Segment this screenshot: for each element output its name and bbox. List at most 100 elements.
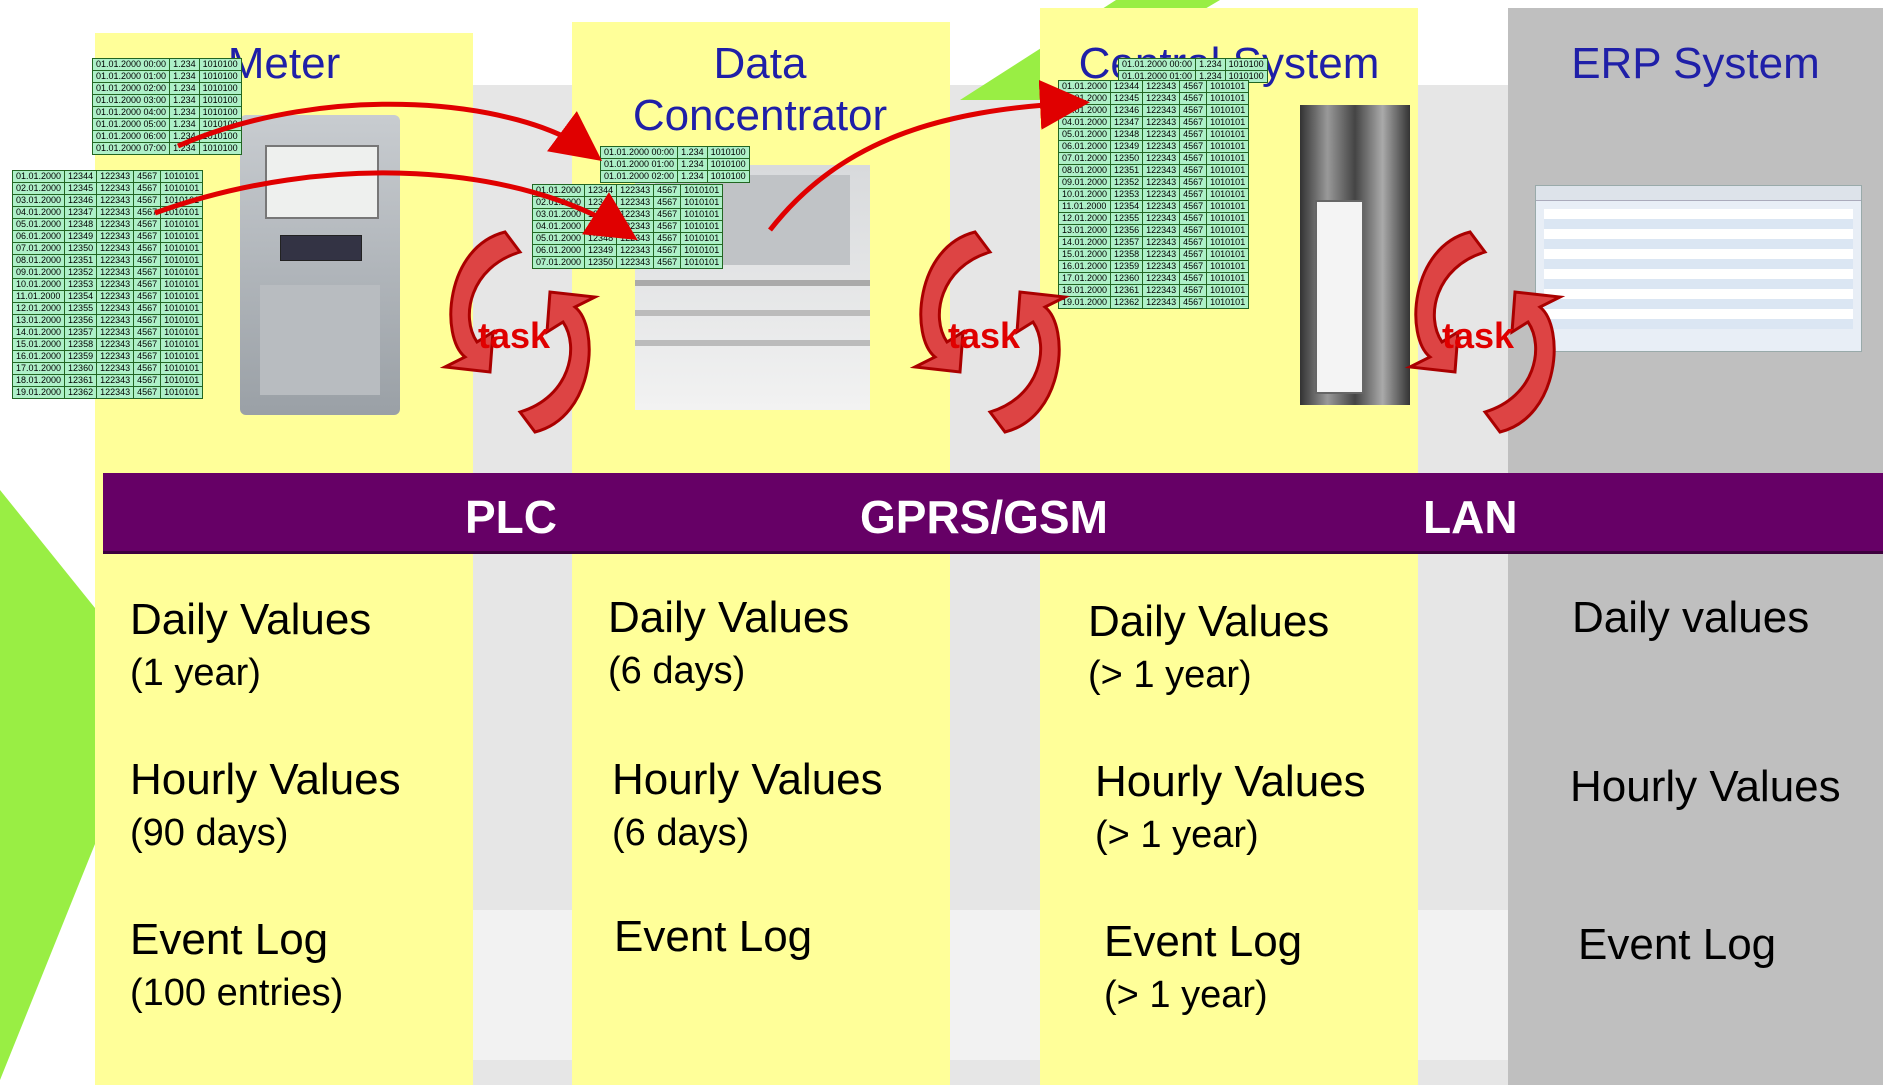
- meter-daily-values: Daily Values: [130, 595, 372, 644]
- dc-hourly-retention: (6 days): [612, 812, 750, 854]
- erp-event-log: Event Log: [1578, 920, 1777, 969]
- title-meter: Meter: [227, 39, 341, 88]
- table-cell: 12351: [1110, 164, 1144, 177]
- table-cell: 1010100: [198, 70, 242, 83]
- table-cell: 12344: [1110, 80, 1144, 93]
- table-cell: 1.234: [169, 94, 200, 107]
- table-cell: 06.01.2000: [531, 244, 586, 257]
- table-cell: 12353: [1110, 188, 1144, 201]
- table-cell: 4567: [133, 218, 162, 231]
- table-cell: 122343: [1142, 236, 1181, 249]
- table-cell: 1.234: [1195, 70, 1226, 83]
- network-plc: PLC: [465, 491, 557, 543]
- table-cell: 4567: [1179, 212, 1208, 225]
- cs-event-log: Event Log: [1104, 917, 1303, 966]
- table-cell: 1010101: [160, 242, 204, 255]
- table-cell: 1010101: [1206, 80, 1250, 93]
- table-cell: 4567: [133, 362, 162, 375]
- meter-hourly-values: Hourly Values: [130, 755, 401, 804]
- table-cell: 12350: [584, 256, 618, 269]
- cs-daily-retention: (> 1 year): [1088, 654, 1252, 696]
- table-cell: 16.01.2000: [11, 350, 66, 363]
- table-cell: 122343: [1142, 128, 1181, 141]
- table-cell: 19.01.2000: [1057, 296, 1112, 309]
- task-label-1: task: [478, 315, 551, 356]
- table-cell: 1010101: [1206, 116, 1250, 129]
- table-cell: 01.01.2000 05:00: [91, 118, 171, 131]
- network-band: [103, 473, 1883, 554]
- table-cell: 122343: [96, 182, 135, 195]
- table-cell: 1.234: [169, 142, 200, 155]
- table-cell: 1010101: [1206, 152, 1250, 165]
- table-cell: 4567: [1179, 164, 1208, 177]
- table-cell: 17.01.2000: [1057, 272, 1112, 285]
- table-cell: 08.01.2000: [11, 254, 66, 267]
- table-cell: 4567: [1179, 224, 1208, 237]
- title-erp-system: ERP System: [1571, 39, 1820, 88]
- table-cell: 4567: [1179, 248, 1208, 261]
- table-cell: 4567: [1179, 140, 1208, 153]
- table-cell: 01.01.2000 02:00: [91, 82, 171, 95]
- table-cell: 1010101: [1206, 284, 1250, 297]
- table-cell: 1010101: [160, 182, 204, 195]
- table-cell: 1010101: [1206, 296, 1250, 309]
- table-cell: 1.234: [169, 58, 200, 71]
- table-cell: 1010101: [1206, 104, 1250, 117]
- table-cell: 04.01.2000: [11, 206, 66, 219]
- table-cell: 1010100: [706, 170, 750, 183]
- table-cell: 1010101: [1206, 260, 1250, 273]
- table-cell: 122343: [1142, 116, 1181, 129]
- table-cell: 10.01.2000: [11, 278, 66, 291]
- dc-daily-values: Daily Values: [608, 593, 850, 642]
- table-cell: 1010100: [198, 106, 242, 119]
- table-cell: 1010101: [160, 374, 204, 387]
- table-cell: 1010101: [1206, 128, 1250, 141]
- table-cell: 12.01.2000: [11, 302, 66, 315]
- table-cell: 12350: [1110, 152, 1144, 165]
- table-cell: 18.01.2000: [11, 374, 66, 387]
- title-data-concentrator: Data Concentrator: [632, 39, 888, 140]
- table-cell: 12358: [64, 338, 98, 351]
- table-cell: 1.234: [169, 70, 200, 83]
- table-cell: 4567: [133, 254, 162, 267]
- table-cell: 1010101: [1206, 272, 1250, 285]
- table-cell: 4567: [133, 266, 162, 279]
- meter-event-retention: (100 entries): [130, 972, 344, 1014]
- table-cell: 122343: [96, 314, 135, 327]
- table-cell: 1010101: [1206, 248, 1250, 261]
- table-cell: 1010100: [198, 82, 242, 95]
- table-cell: 1010101: [680, 256, 724, 269]
- meter-hourly-retention: (90 days): [130, 812, 289, 854]
- network-lan: LAN: [1423, 491, 1518, 543]
- task-label-2: task: [948, 315, 1021, 356]
- table-cell: 4567: [653, 232, 682, 245]
- table-cell: 01.01.2000 01:00: [599, 158, 679, 171]
- table-cell: 4567: [653, 244, 682, 257]
- table-cell: 01.01.2000 00:00: [599, 146, 679, 159]
- table-cell: 4567: [133, 182, 162, 195]
- table-cell: 122343: [1142, 296, 1181, 309]
- table-cell: 122343: [96, 338, 135, 351]
- table-cell: 4567: [1179, 296, 1208, 309]
- table-cell: 1010101: [1206, 200, 1250, 213]
